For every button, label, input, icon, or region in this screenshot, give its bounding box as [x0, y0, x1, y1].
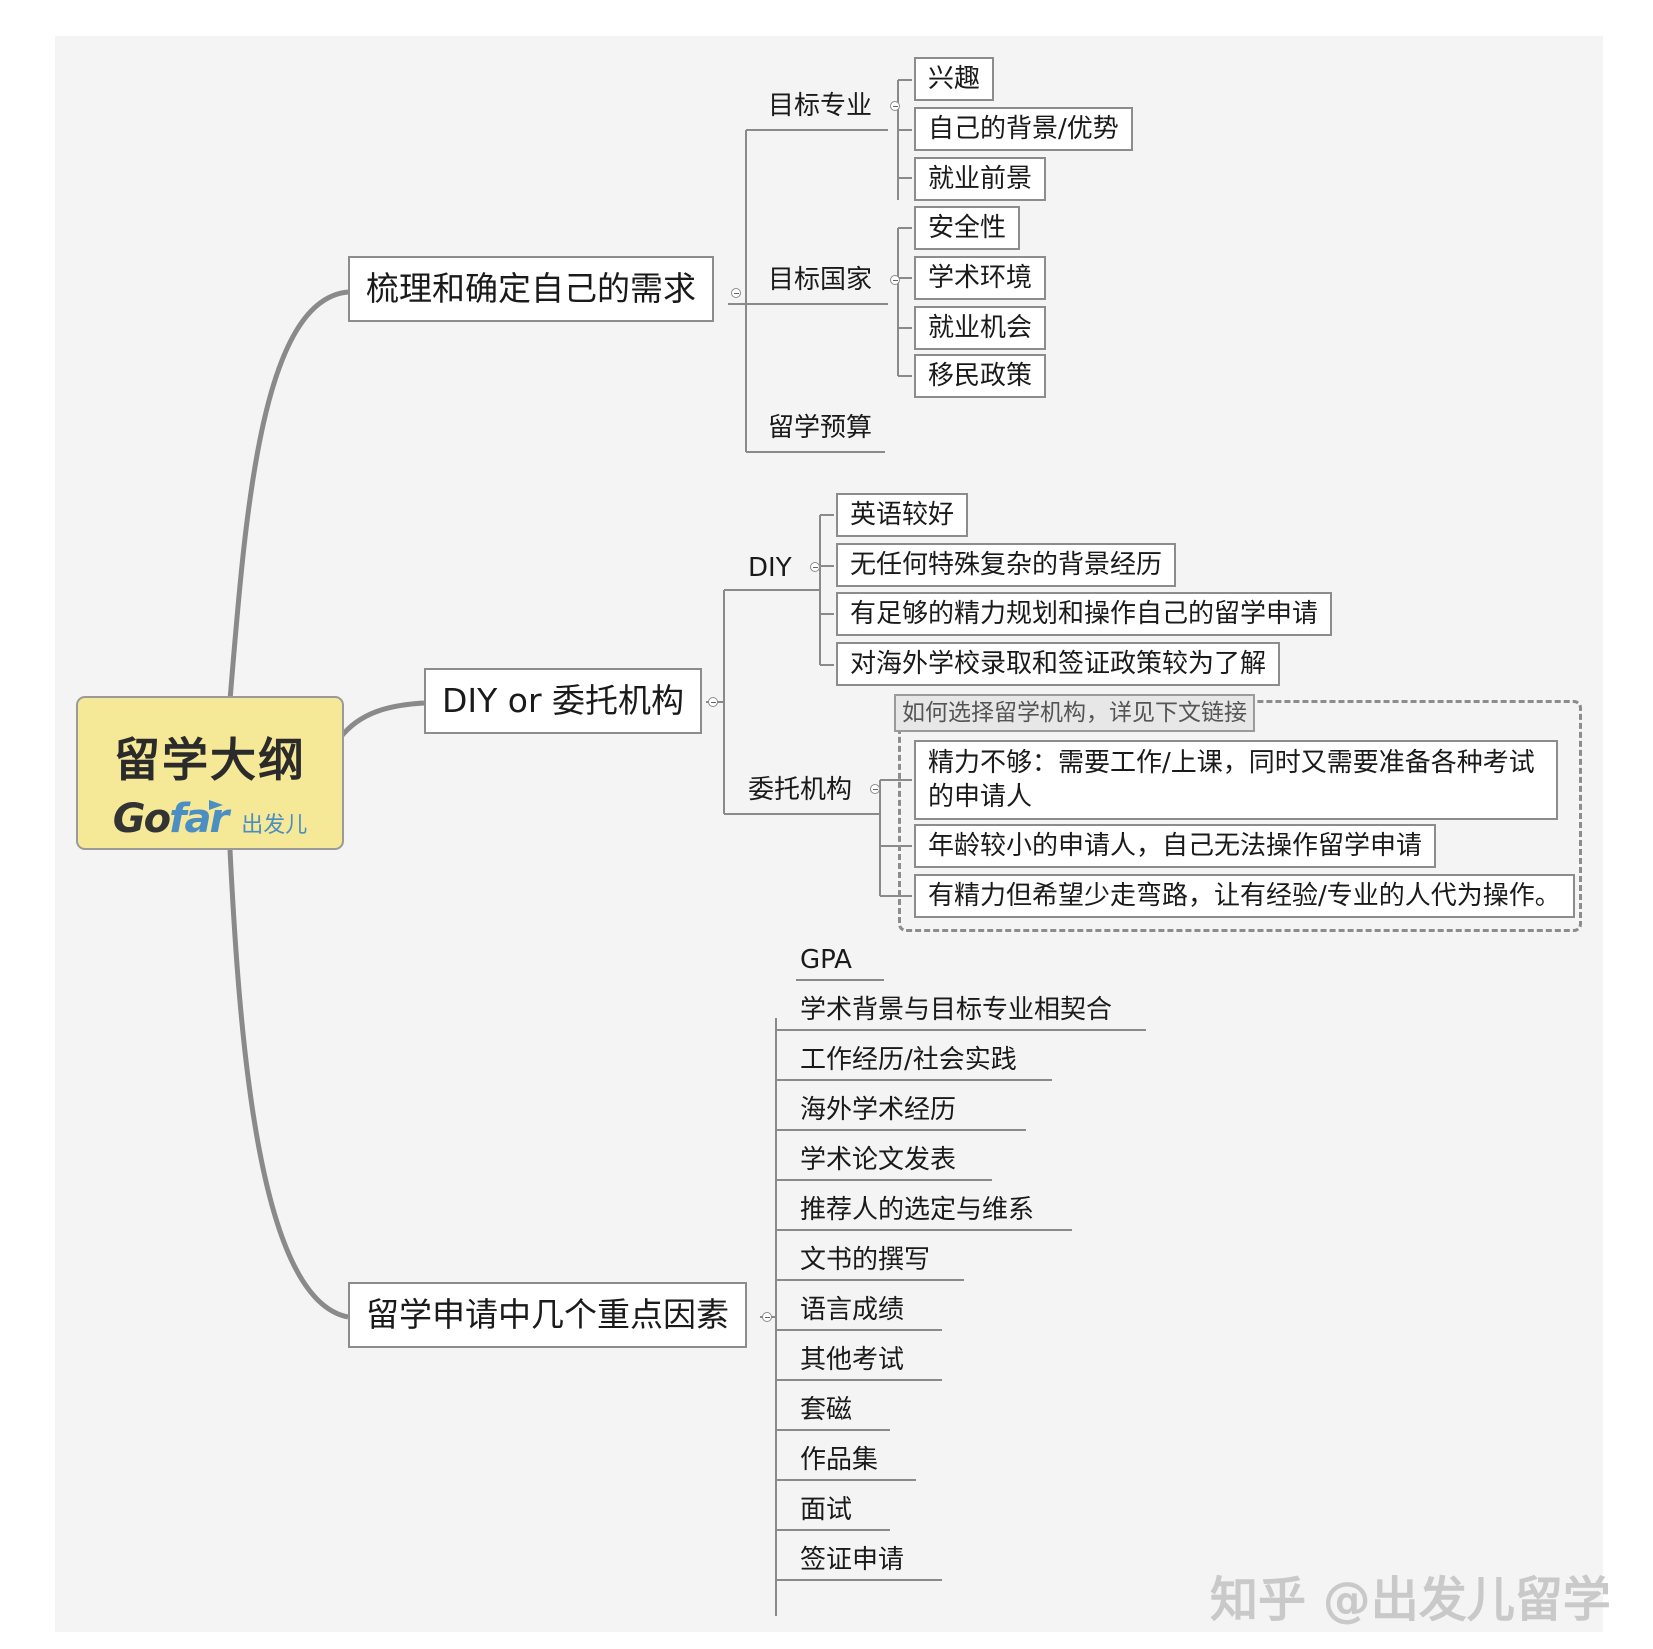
- leaf-no-energy[interactable]: 精力不够：需要工作/上课，同时又需要准备各种考试的申请人: [914, 740, 1558, 820]
- watermark: 知乎 @出发儿留学: [1210, 1572, 1611, 1628]
- agency-note[interactable]: 如何选择留学机构，详见下文链接: [894, 694, 1255, 732]
- leaf-background[interactable]: 自己的背景/优势: [914, 107, 1133, 151]
- key-factor-item[interactable]: 签证申请: [800, 1545, 905, 1575]
- branch-key-factors[interactable]: 留学申请中几个重点因素: [348, 1282, 747, 1348]
- leaf-enough-energy[interactable]: 有足够的精力规划和操作自己的留学申请: [836, 592, 1333, 636]
- leaf-job-opportunity[interactable]: 就业机会: [914, 306, 1047, 350]
- collapse-icon[interactable]: [870, 784, 880, 794]
- leaf-young-applicant[interactable]: 年龄较小的申请人，自己无法操作留学申请: [914, 824, 1437, 868]
- key-factor-item[interactable]: 面试: [800, 1495, 853, 1525]
- leaf-avoid-detours[interactable]: 有精力但希望少走弯路，让有经验/专业的人代为操作。: [914, 874, 1575, 918]
- collapse-icon[interactable]: [762, 1312, 772, 1322]
- leaf-simple-background[interactable]: 无任何特殊复杂的背景经历: [836, 543, 1177, 587]
- leaf-immigration[interactable]: 移民政策: [914, 354, 1047, 398]
- leaf-interest[interactable]: 兴趣: [914, 57, 995, 101]
- leaf-academic-env[interactable]: 学术环境: [914, 256, 1047, 300]
- key-factor-item[interactable]: 作品集: [800, 1445, 879, 1475]
- plane-icon: [209, 800, 224, 810]
- collapse-icon[interactable]: [890, 101, 900, 111]
- key-factor-item[interactable]: 学术背景与目标专业相契合: [800, 995, 1113, 1025]
- key-factor-item[interactable]: 工作经历/社会实践: [800, 1045, 1017, 1075]
- key-factor-item[interactable]: 学术论文发表: [800, 1145, 957, 1175]
- collapse-icon[interactable]: [890, 275, 900, 285]
- collapse-icon[interactable]: [731, 288, 741, 298]
- leaf-good-english[interactable]: 英语较好: [836, 493, 969, 537]
- key-factor-item[interactable]: 其他考试: [800, 1345, 905, 1375]
- key-factor-item[interactable]: 海外学术经历: [800, 1095, 957, 1125]
- subbranch-country[interactable]: 目标国家: [768, 265, 873, 295]
- branch-diy-or-agency[interactable]: DIY or 委托机构: [424, 668, 703, 734]
- key-factor-item[interactable]: 推荐人的选定与维系: [800, 1195, 1035, 1225]
- leaf-career-outlook[interactable]: 就业前景: [914, 157, 1047, 201]
- key-factor-item[interactable]: 套磁: [800, 1395, 853, 1425]
- branch-needs[interactable]: 梳理和确定自己的需求: [348, 256, 714, 322]
- subbranch-diy[interactable]: DIY: [748, 553, 792, 583]
- key-factor-item[interactable]: 文书的撰写: [800, 1245, 931, 1275]
- root-title: 留学大纲: [114, 733, 306, 787]
- subbranch-agency[interactable]: 委托机构: [748, 775, 853, 805]
- subbranch-budget[interactable]: 留学预算: [768, 413, 873, 443]
- collapse-icon[interactable]: [810, 562, 820, 572]
- subbranch-major[interactable]: 目标专业: [768, 91, 873, 121]
- key-factor-item[interactable]: 语言成绩: [800, 1295, 905, 1325]
- key-factor-item[interactable]: GPA: [800, 945, 852, 975]
- leaf-know-policy[interactable]: 对海外学校录取和签证政策较为了解: [836, 642, 1281, 686]
- leaf-safety[interactable]: 安全性: [914, 206, 1021, 250]
- collapse-icon[interactable]: [708, 697, 718, 707]
